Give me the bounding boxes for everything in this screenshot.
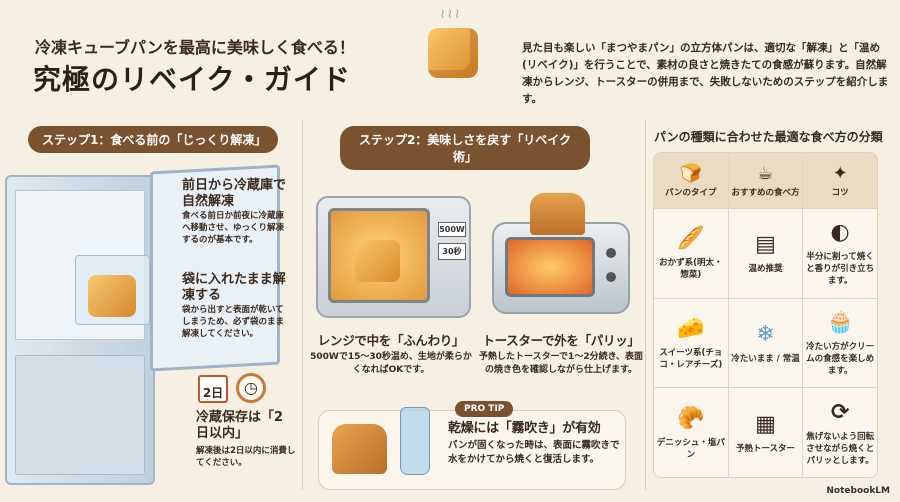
knob-icon [606,248,616,258]
page-subtitle: 冷凍キューブパンを最高に美味しく食べる！ [35,38,355,57]
step1-point1: 前日から冷蔵庫で自然解凍 食べる前日か前夜に冷蔵庫へ移動させ、ゆっくり解凍するの… [182,178,287,246]
cell-text: 予熱トースター [735,443,796,454]
wattage-display: 500W [438,222,466,237]
cream-icon: 🧁 [826,309,854,335]
storage-text: 解凍後は2日以内に消費してください。 [196,446,296,468]
pro-tip-content: 乾燥には「霧吹き」が有効 パンが固くなった時は、表面に霧吹きで水をかけてから焼く… [448,420,620,467]
step1-header: ステップ1：食べる前の「じっくり解凍」 [28,126,278,153]
cell-text: 半分に割って焼くと香りが引き立ちます。 [806,252,875,287]
microwave-step: レンジで中を「ふんわり」 500Wで15〜30秒温め、生地が柔らかくなればOKで… [306,332,476,377]
table-cell-tip: ⟳ 焦げないよう回転させながら焼くとパリッとします。 [803,388,877,477]
table-cell-method: ▦ 予熱トースター [728,388,803,477]
point2-title: 袋に入れたまま解凍する [182,272,286,303]
pro-tip-text: パンが固くなった時は、表面に霧吹きで水をかけてから焼くと復活します。 [448,440,620,465]
bread-illustration [332,424,387,474]
toaster-window [505,237,595,297]
point1-title: 前日から冷蔵庫で自然解凍 [182,178,287,209]
cell-text: 焦げないよう回転させながら焼くとパリッとします。 [806,431,875,466]
cup-icon: ☕ [757,162,774,184]
sweets-icon: 🧀 [677,315,705,341]
table-cell-type: 🥐 デニッシュ・塩パン [654,388,728,477]
table-cell-type: 🥖 おかず系(明太・惣菜) [654,209,728,298]
toaster-text: 予熱したトースターで1〜2分続き、表面の焼き色を確認しながら仕上げます。 [479,352,643,375]
calendar-icon: 2日 [198,375,228,403]
point2-text: 袋から出すと表面が乾いてしまうため、必ず袋のまま解凍してください。 [182,305,285,339]
clock-icon: ◷ [236,373,266,403]
point1-text: 食べる前日か前夜に冷蔵庫へ移動させ、ゆっくり解凍するのが基本です。 [182,211,285,245]
bread-type-table: 🍞 パンのタイプ ☕ おすすめの食べ方 ✦ コツ 🥖 おかず系(明太・惣菜) ▤ 温め推奨… [653,152,878,478]
divider [645,120,646,490]
fridge-drawer [15,355,145,475]
cell-text: デニッシュ・塩パン [656,437,725,460]
table-title: パンの種類に合わせた最適な食べ方の分類 [654,130,883,144]
header-label: パンのタイプ [665,187,717,198]
cube-bread-illustration [428,28,478,78]
cell-text: おかず系(明太・惣菜) [659,258,723,281]
toast-illustration [530,193,585,235]
cell-text: スイーツ系(チョコ・レアチーズ) [659,347,723,370]
spray-bottle-icon [400,407,430,475]
microwave-title: レンジで中を「ふんわり」 [317,333,465,348]
microwave-text: 500Wで15〜30秒温め、生地が柔らかくなればOKです。 [310,352,472,375]
table-cell-tip: ◐ 半分に割って焼くと香りが引き立ちます。 [803,209,877,298]
notebooklm-logo: NotebookLM [826,486,890,496]
knob-icon [606,272,616,282]
toaster-icon: ▦ [755,411,776,437]
cold-drop-icon: ❄ [756,321,775,347]
step1-point2: 袋に入れたまま解凍する 袋から出すと表面が乾いてしまうため、必ず袋のまま解凍して… [182,272,287,340]
split-bun-icon: ◐ [830,220,850,246]
table-cell-tip: 🧁 冷たい方がクリームの食感を楽しめます。 [803,298,877,388]
divider [302,120,303,490]
pro-tip-title: 乾燥には「霧吹き」が有効 [448,421,601,436]
storage-note: 冷蔵保存は「2日以内」 解凍後は2日以内に消費してください。 [196,410,296,469]
table-cell-type: 🧀 スイーツ系(チョコ・レアチーズ) [654,298,728,388]
page-title: 究極のリベイク・ガイド [33,63,351,96]
step2-header: ステップ2：美味しさを戻す「リベイク術」 [340,126,590,170]
header-tip: ✦ コツ [803,153,877,208]
header-method: ☕ おすすめの食べ方 [728,153,803,208]
time-display: 30秒 [438,243,466,260]
header-label: コツ [831,187,849,198]
cube-bread-illustration [355,240,400,282]
toaster-title: トースターで外を「パリッ」 [482,333,640,348]
cell-text: 冷たい方がクリームの食感を楽しめます。 [806,341,875,376]
savory-bread-icon: 🥖 [677,226,705,252]
steam-icon: ≀≀≀ [440,6,462,22]
table-cell-method: ❄ 冷たいまま / 常温 [728,298,803,388]
header-type: 🍞 パンのタイプ [654,153,728,208]
table-cell-method: ▤ 温め推奨 [728,209,803,298]
croissant-icon: 🥐 [677,405,705,431]
sparkle-icon: ✦ [832,162,848,184]
bread-icon: 🍞 [679,162,703,184]
cell-text: 温め推奨 [748,264,783,275]
intro-text: 見た目も楽しい「まつやまパン」の立方体パンは、適切な「解凍」と「温め(リベイク)… [522,42,889,105]
rotate-icon: ⟳ [830,399,850,425]
cell-text: 冷たいまま / 常温 [731,353,800,364]
microwave-icon: ▤ [755,232,776,258]
header-label: おすすめの食べ方 [731,187,800,198]
storage-title: 冷蔵保存は「2日以内」 [196,410,284,441]
pro-tip-badge: PRO TIP [455,401,514,417]
bread-in-bag [88,275,136,317]
toaster-step: トースターで外を「パリッ」 予熱したトースターで1〜2分続き、表面の焼き色を確認… [478,332,644,377]
microwave-panel: 500W 30秒 [438,222,466,266]
